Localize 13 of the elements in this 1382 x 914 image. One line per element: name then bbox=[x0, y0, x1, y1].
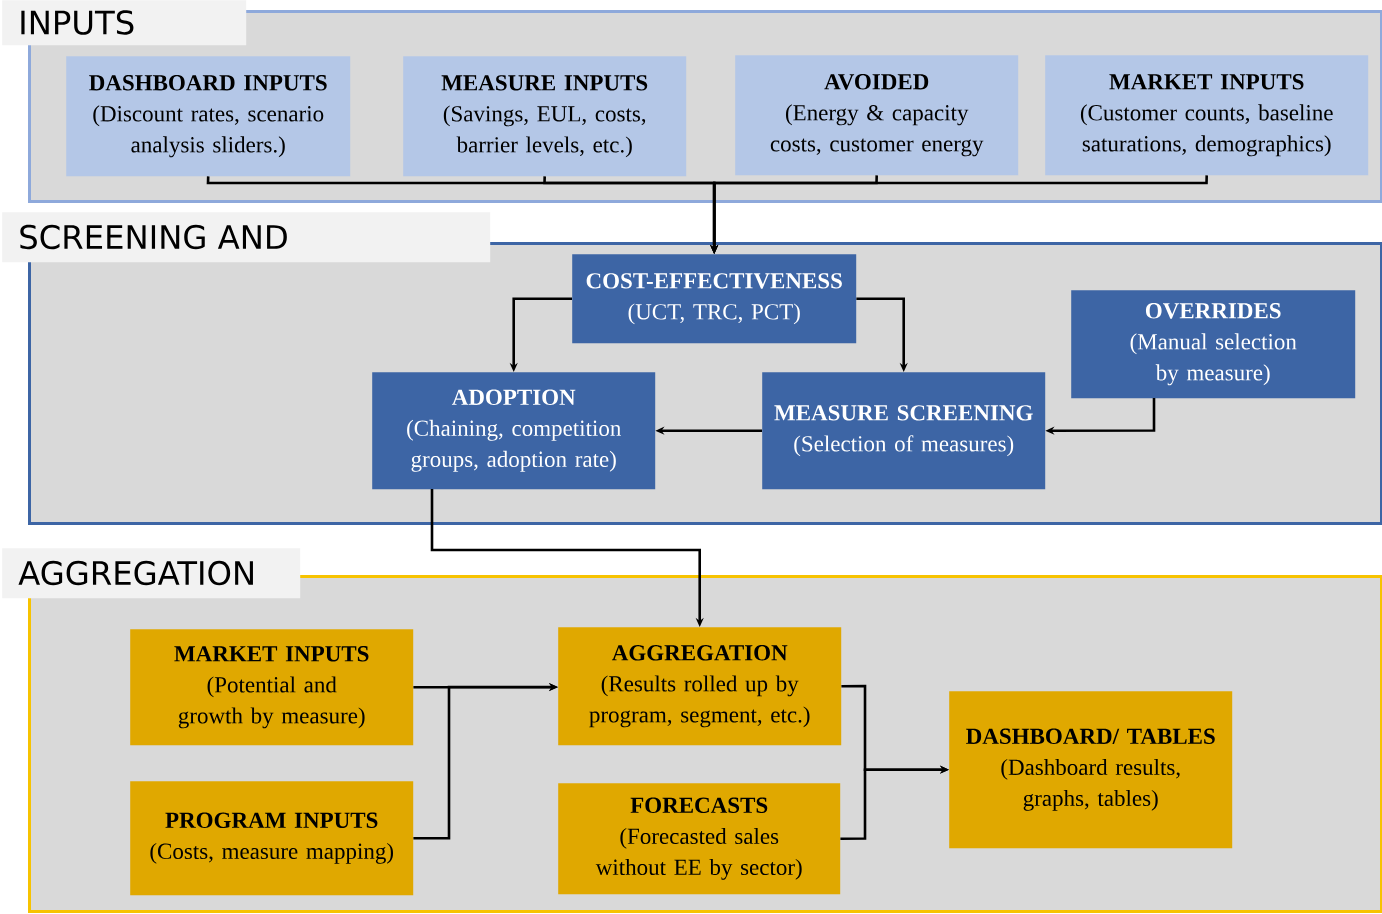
process-box: FORECASTS (Forecasted sales without EE by sector) bbox=[558, 783, 841, 895]
process-box: PROGRAM INPUTS (Costs, measure mapping) bbox=[130, 781, 414, 896]
input-box: MARKET INPUTS (Customer counts, baseline saturations, demographics) bbox=[1045, 55, 1369, 176]
process-box: AGGREGATION (Results rolled up by program, segment, etc.) bbox=[558, 627, 842, 746]
process-box: DASHBOARD/ TABLES (Dashboard results, graphs, tables) bbox=[949, 691, 1233, 849]
input-box: AVOIDED (Energy & capacity costs, customer energy bbox=[735, 55, 1019, 176]
process-box: COST-EFFECTIVENESS (UCT, TRC, PCT) bbox=[572, 254, 857, 344]
process-box: MARKET INPUTS (Potential and growth by measure) bbox=[130, 629, 414, 746]
process-box: ADOPTION (Chaining, competition groups, adoption rate) bbox=[372, 372, 656, 490]
process-box: MEASURE SCREENING (Selection of measures) bbox=[762, 372, 1046, 490]
input-box: DASHBOARD INPUTS (Discount rates, scenario analysis sliders.) bbox=[66, 56, 351, 177]
input-box: MEASURE INPUTS (Savings, EUL, costs, barrier levels, etc.) bbox=[403, 56, 687, 177]
process-box: OVERRIDES (Manual selection by measure) bbox=[1071, 290, 1356, 399]
